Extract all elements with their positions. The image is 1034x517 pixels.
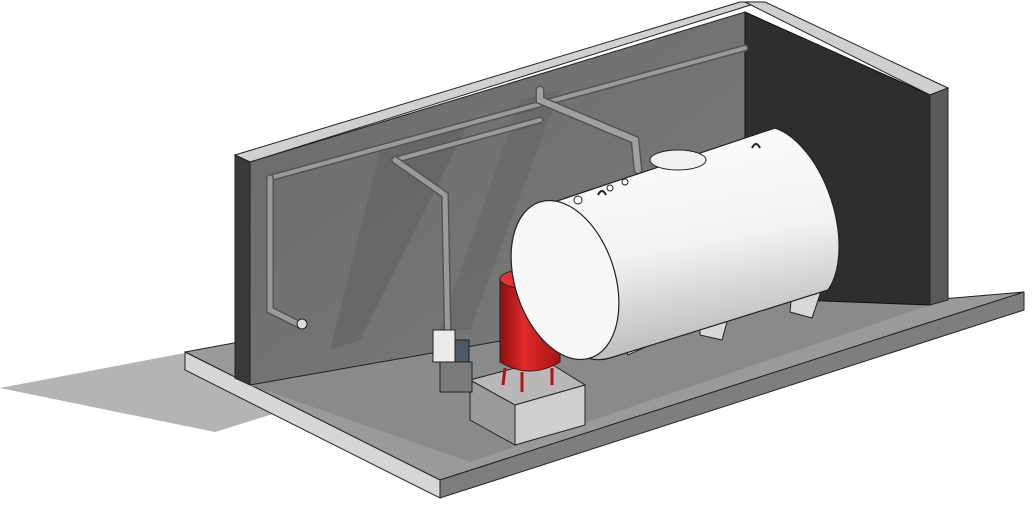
back-wall-end: [234, 154, 251, 386]
storage-tank: [510, 127, 840, 361]
side-wall-end: [929, 87, 949, 306]
pump-unit: [432, 329, 473, 393]
slab-side-right: [439, 291, 1025, 499]
wall-shadow: [330, 120, 470, 350]
pipework: [266, 44, 749, 354]
manway: [649, 149, 707, 171]
wall-shadow: [440, 90, 560, 330]
floor: [250, 298, 930, 462]
base-block-side: [514, 384, 586, 446]
valve: [296, 318, 308, 330]
